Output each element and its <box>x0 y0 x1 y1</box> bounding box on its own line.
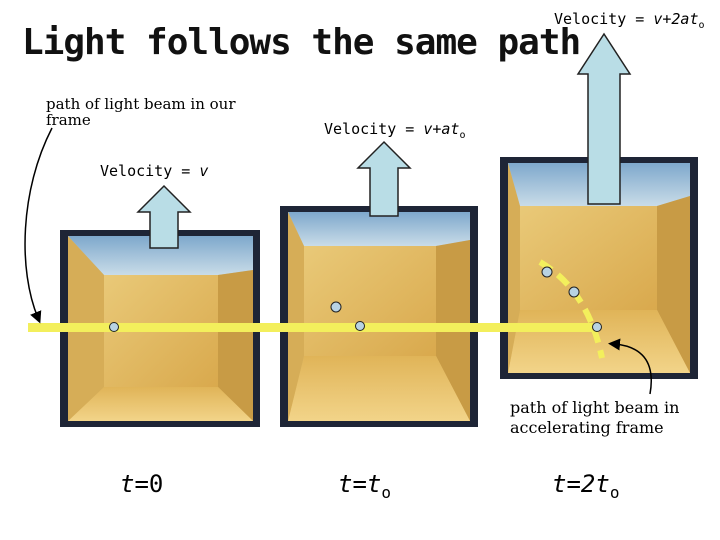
box-2 <box>280 206 478 427</box>
time-label-2: t=to <box>338 470 391 502</box>
beam-dot <box>568 286 580 298</box>
accelerating-frame-pointer-arrow <box>608 338 652 395</box>
our-frame-pointer-arrow <box>24 127 53 324</box>
accelerating-frame-note: path of light beam in accelerating frame <box>510 398 680 437</box>
beam-dot <box>355 321 365 331</box>
time-label-3: t=2to <box>552 470 620 502</box>
velocity-arrow-3 <box>576 32 632 205</box>
our-frame-note: path of light beam in our frame <box>46 95 236 129</box>
beam-dot <box>541 266 553 278</box>
beam-dot <box>592 322 602 332</box>
velocity-arrow-1 <box>136 184 192 249</box>
page-title: Light follows the same path <box>22 22 581 63</box>
time-label-1: t=0 <box>120 470 164 498</box>
velocity-arrow-2 <box>356 140 412 217</box>
velocity-label-3: Velocity = v+2ato <box>554 10 705 31</box>
beam-dot <box>109 322 119 332</box>
light-beam-path <box>28 323 598 332</box>
velocity-label-2: Velocity = v+ato <box>324 120 466 141</box>
beam-dot <box>330 301 342 313</box>
velocity-label-1: Velocity = v <box>100 162 209 180</box>
